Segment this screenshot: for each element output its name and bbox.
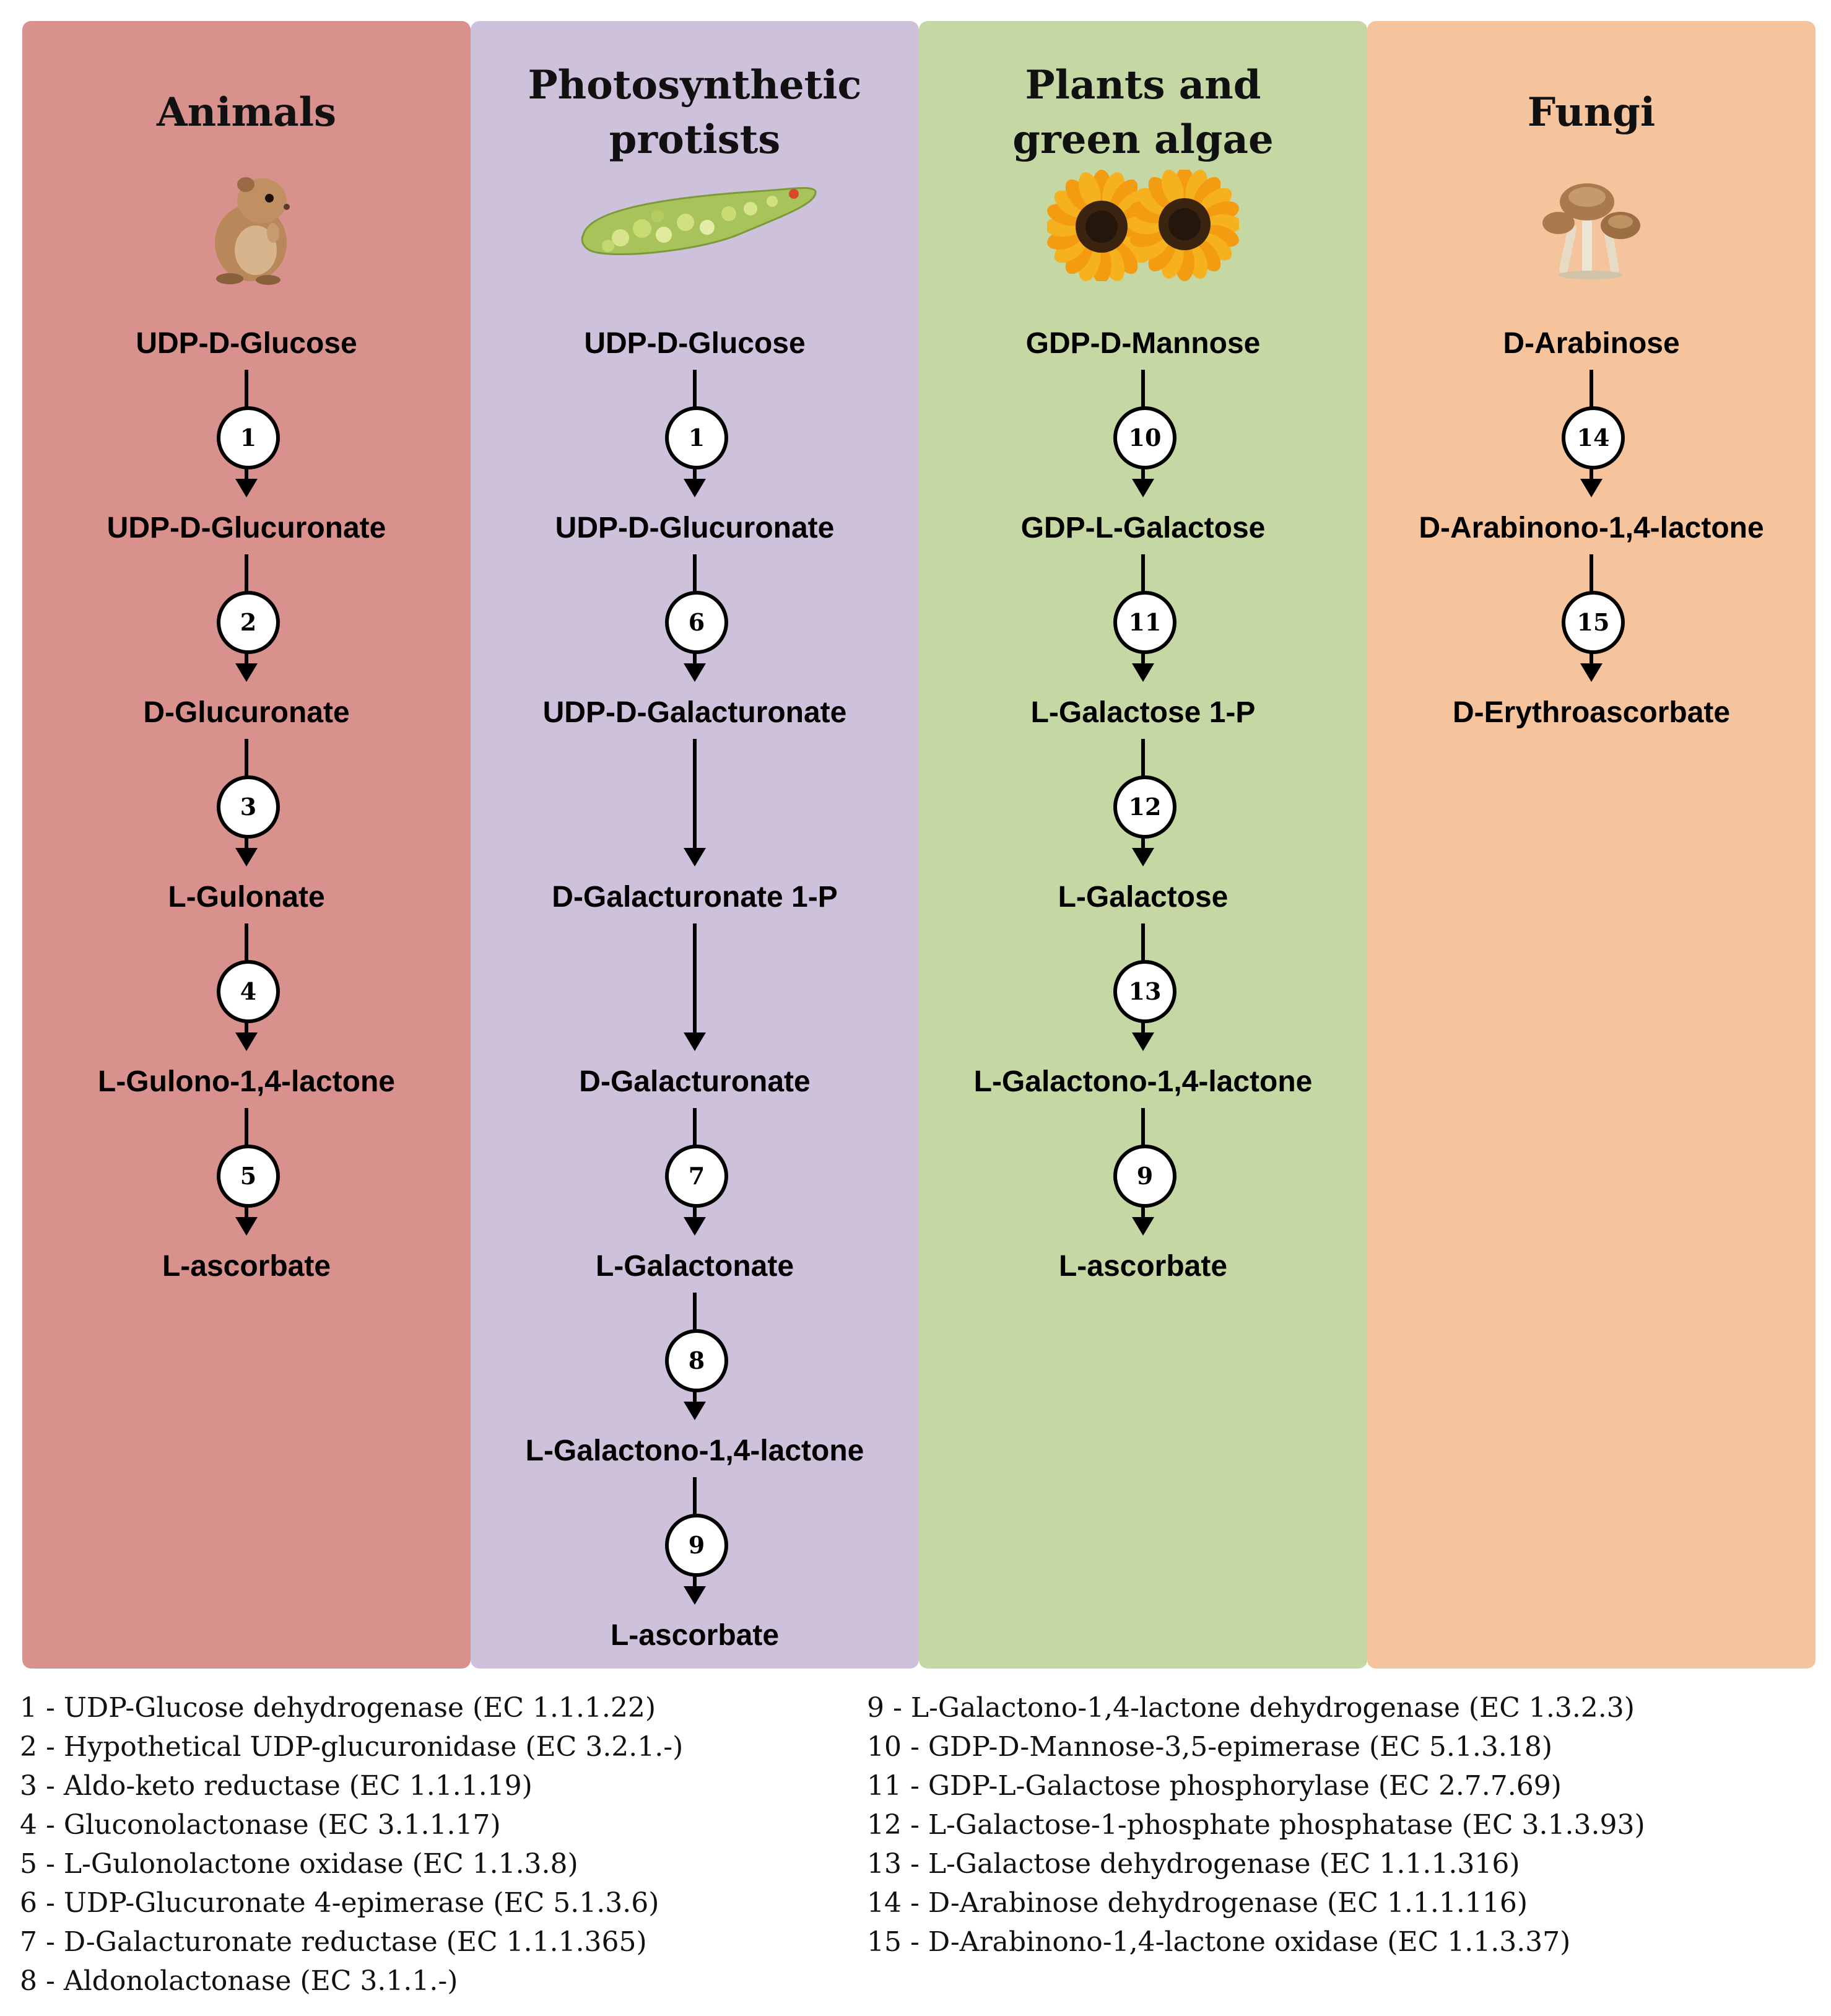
sunflowers-image	[919, 170, 1367, 281]
compound-label: D-Arabinono-1,4-lactone	[1419, 512, 1764, 544]
arrow-head	[235, 1032, 258, 1051]
arrow-head	[235, 848, 258, 866]
legend-item: 4 - Gluconolactonase (EC 3.1.1.17)	[20, 1809, 501, 1841]
legend-item: 5 - L-Gulonolactone oxidase (EC 1.1.3.8)	[20, 1848, 578, 1880]
compound-label: L-Galactono-1,4-lactone	[525, 1434, 864, 1467]
enzyme-step-circle: 11	[1113, 591, 1176, 654]
euglena-image	[471, 173, 919, 266]
arrow-head	[1132, 1032, 1154, 1051]
enzyme-step-circle: 12	[1113, 775, 1176, 839]
compound-label: L-Galactose 1-P	[1030, 696, 1256, 729]
compound-label: D-Galacturonate	[579, 1065, 811, 1098]
arrow-head	[684, 1586, 706, 1605]
compound-label: D-Arabinose	[1503, 327, 1680, 360]
compound-label: D-Galacturonate 1-P	[552, 881, 838, 914]
compound-label: UDP-D-Glucuronate	[107, 512, 386, 544]
panel-title-line: Plants and	[1025, 62, 1261, 108]
legend-item: 3 - Aldo-keto reductase (EC 1.1.1.19)	[20, 1770, 533, 1802]
panel-title: Fungi	[1367, 85, 1816, 140]
arrow-head	[1580, 663, 1603, 682]
compound-label: L-Gulonate	[168, 881, 325, 914]
legend-item: 15 - D-Arabinono-1,4-lactone oxidase (EC…	[867, 1926, 1571, 1958]
arrow-head	[235, 1217, 258, 1236]
legend-item: 10 - GDP-D-Mannose-3,5-epimerase (EC 5.1…	[867, 1731, 1553, 1763]
panel-title: Photosynthetic protists	[471, 58, 919, 167]
enzyme-step-circle: 10	[1113, 406, 1176, 469]
panel-title-line: Fungi	[1527, 89, 1656, 136]
compound-label: L-ascorbate	[162, 1250, 331, 1283]
compound-label: GDP-L-Galactose	[1020, 512, 1266, 544]
reaction-arrow	[693, 739, 697, 849]
compound-label: L-ascorbate	[1058, 1250, 1228, 1283]
enzyme-step-circle: 3	[217, 775, 280, 839]
arrow-head	[1132, 479, 1154, 497]
enzyme-step-circle: 1	[217, 406, 280, 469]
panel-title-line: protists	[609, 116, 781, 163]
panel-title: Plants and green algae	[919, 58, 1367, 167]
compound-label: D-Erythroascorbate	[1452, 696, 1731, 729]
compound-label: L-Galactose	[1058, 881, 1229, 914]
legend-item: 12 - L-Galactose-1-phosphate phosphatase…	[867, 1809, 1645, 1841]
compound-label: L-Gulono-1,4-lactone	[98, 1065, 395, 1098]
compound-label: L-Galactono-1,4-lactone	[973, 1065, 1313, 1098]
enzyme-step-circle: 4	[217, 960, 280, 1023]
compound-label: L-Galactonate	[595, 1250, 794, 1283]
arrow-head	[1132, 663, 1154, 682]
legend-item: 14 - D-Arabinose dehydrogenase (EC 1.1.1…	[867, 1887, 1528, 1919]
enzyme-step-circle: 7	[665, 1145, 728, 1208]
enzyme-step-circle: 1	[665, 406, 728, 469]
arrow-head	[1132, 848, 1154, 866]
legend-item: 8 - Aldonolactonase (EC 3.1.1.-)	[20, 1965, 458, 1997]
enzyme-step-circle: 9	[665, 1514, 728, 1577]
compound-label: GDP-D-Mannose	[1025, 327, 1261, 360]
arrow-head	[684, 1402, 706, 1420]
enzyme-step-circle: 9	[1113, 1145, 1176, 1208]
legend-item: 11 - GDP-L-Galactose phosphorylase (EC 2…	[867, 1770, 1562, 1802]
arrow-head	[1132, 1217, 1154, 1236]
compound-label: UDP-D-Glucose	[136, 327, 357, 360]
panel-title-line: green algae	[1012, 116, 1274, 163]
arrow-head	[235, 479, 258, 497]
legend-item: 9 - L-Galactono-1,4-lactone dehydrogenas…	[867, 1692, 1635, 1724]
legend-left: 1 - UDP-Glucose dehydrogenase (EC 1.1.1.…	[20, 1688, 683, 2001]
enzyme-step-circle: 6	[665, 591, 728, 654]
legend-item: 13 - L-Galactose dehydrogenase (EC 1.1.1…	[867, 1848, 1520, 1880]
arrow-head	[684, 1217, 706, 1236]
panel-title-line: Animals	[156, 89, 337, 136]
enzyme-step-circle: 2	[217, 591, 280, 654]
legend-item: 1 - UDP-Glucose dehydrogenase (EC 1.1.1.…	[20, 1692, 656, 1724]
compound-label: UDP-D-Glucuronate	[555, 512, 835, 544]
panel-title-line: Photosynthetic	[528, 62, 862, 108]
reaction-arrow	[693, 923, 697, 1034]
enzyme-step-circle: 5	[217, 1145, 280, 1208]
compound-label: D-Glucuronate	[143, 696, 350, 729]
compound-label: UDP-D-Glucose	[584, 327, 806, 360]
compound-label: UDP-D-Galacturonate	[542, 696, 847, 729]
compound-label: L-ascorbate	[610, 1619, 780, 1652]
arrow-head	[684, 663, 706, 682]
legend-item: 7 - D-Galacturonate reductase (EC 1.1.1.…	[20, 1926, 647, 1958]
enzyme-step-circle: 13	[1113, 960, 1176, 1023]
arrow-head	[1580, 479, 1603, 497]
legend-item: 2 - Hypothetical UDP-glucuronidase (EC 3…	[20, 1731, 684, 1763]
legend-right: 9 - L-Galactono-1,4-lactone dehydrogenas…	[867, 1688, 1645, 1961]
legend-item: 6 - UDP-Glucuronate 4-epimerase (EC 5.1.…	[20, 1887, 659, 1919]
mushrooms-image	[1367, 168, 1816, 280]
panel-title: Animals	[22, 85, 471, 140]
arrow-head	[684, 1032, 706, 1051]
arrow-head	[684, 848, 706, 866]
arrow-head	[684, 479, 706, 497]
enzyme-step-circle: 8	[665, 1329, 728, 1392]
arrow-head	[235, 663, 258, 682]
enzyme-step-circle: 14	[1562, 406, 1625, 469]
enzyme-step-circle: 15	[1562, 591, 1625, 654]
gerbil-image	[22, 164, 471, 287]
